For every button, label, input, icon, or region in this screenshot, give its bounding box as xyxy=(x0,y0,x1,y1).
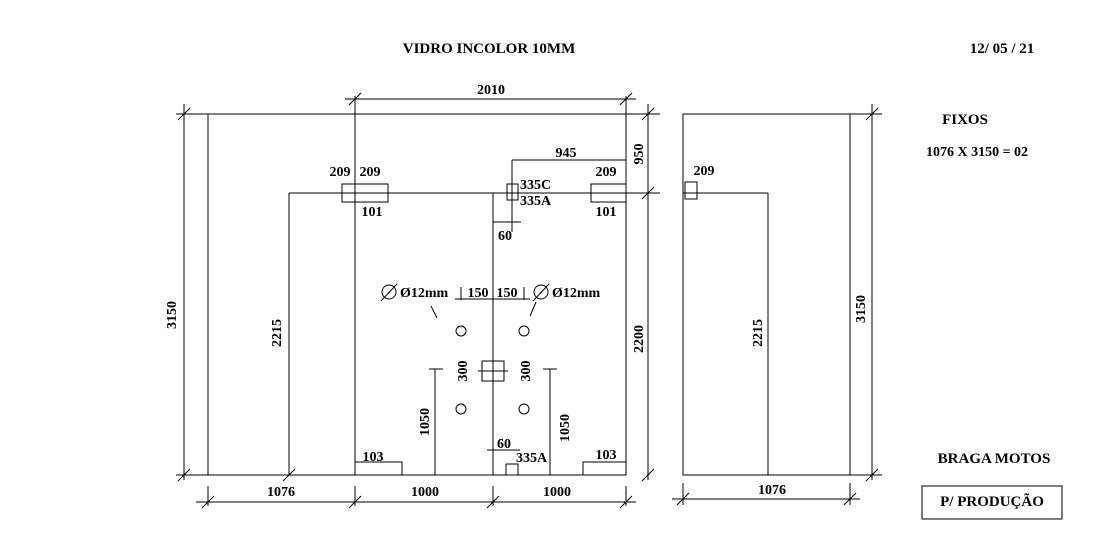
tick xyxy=(641,468,655,482)
diameter-slash xyxy=(532,283,550,302)
dim-top-width: 2010 xyxy=(477,83,505,98)
tick xyxy=(348,92,362,106)
leader-line xyxy=(529,301,537,317)
tick xyxy=(619,92,633,106)
diameter-symbol xyxy=(533,284,549,300)
fixos-label: FIXOS xyxy=(942,112,988,128)
dim-handle-left: 150 xyxy=(468,286,489,301)
dim-hole-offset-bottom: 60 xyxy=(497,437,511,452)
tick xyxy=(348,495,362,509)
lock-code: 335A xyxy=(520,194,552,209)
hole-diameter-right: Ø12mm xyxy=(552,286,601,301)
side-glass-outline xyxy=(682,113,851,476)
hole xyxy=(455,403,467,415)
lock-code: 335C xyxy=(520,178,551,193)
diameter-slash xyxy=(380,283,398,302)
diameter-symbol xyxy=(381,284,397,300)
hole xyxy=(455,325,467,337)
hinge-label: 209 xyxy=(330,165,351,180)
hole xyxy=(518,325,530,337)
hole-diameter-left: Ø12mm xyxy=(400,286,449,301)
floor-hinge-label: 103 xyxy=(363,450,384,465)
client-name: BRAGA MOTOS xyxy=(938,451,1051,467)
dim-fixed-left-height: 2215 xyxy=(270,319,285,347)
dim-bottom-left: 1076 xyxy=(267,485,295,500)
hinge-label: 209 xyxy=(360,165,381,180)
dim-top-offset: 945 xyxy=(556,146,577,161)
side-inner-height: 2215 xyxy=(751,319,766,347)
tick xyxy=(282,468,296,482)
tick xyxy=(619,495,633,509)
tick xyxy=(843,492,857,506)
hinge-label: 209 xyxy=(596,165,617,180)
fixos-spec: 1076 X 3150 = 02 xyxy=(926,145,1028,160)
dim-handle-height-left: 1050 xyxy=(418,408,433,436)
tick xyxy=(676,492,690,506)
floor-hinge-right xyxy=(582,461,627,476)
hinge-code: 101 xyxy=(362,205,383,220)
stamp-text: P/ PRODUÇÃO xyxy=(940,492,1044,510)
side-height: 3150 xyxy=(854,295,869,323)
hinge-top-left xyxy=(341,183,389,203)
dim-handle-height-right: 1050 xyxy=(558,414,573,442)
dim-door-right-height: 2200 xyxy=(632,325,647,353)
lock-top xyxy=(506,183,519,201)
stamp-box xyxy=(921,485,1063,520)
side-width: 1076 xyxy=(758,483,786,498)
dim-handle-right: 150 xyxy=(497,286,518,301)
dim-handle-vert-left: 300 xyxy=(456,361,471,382)
drawing-title: VIDRO INCOLOR 10MM xyxy=(403,41,576,57)
hinge-code: 101 xyxy=(596,205,617,220)
leader-line xyxy=(430,305,438,319)
dim-bottom-mid2: 1000 xyxy=(543,485,571,500)
tick xyxy=(201,495,215,509)
side-hinge xyxy=(684,181,698,200)
dim-hole-offset: 60 xyxy=(498,229,512,244)
hole xyxy=(518,403,530,415)
tick xyxy=(486,495,500,509)
floor-hinge-left xyxy=(354,461,403,476)
dim-top-right-gap: 950 xyxy=(632,144,647,165)
floor-hinge-label: 103 xyxy=(596,448,617,463)
dim-bottom-mid1: 1000 xyxy=(411,485,439,500)
dim-handle-vert-right: 300 xyxy=(519,361,534,382)
hinge-top-right xyxy=(590,183,627,203)
lock-code: 335A xyxy=(516,451,548,466)
side-hinge-label: 209 xyxy=(694,164,715,179)
dim-total-height: 3150 xyxy=(165,301,180,329)
drawing-date: 12/ 05 / 21 xyxy=(970,41,1035,57)
lock-bottom xyxy=(505,463,519,476)
